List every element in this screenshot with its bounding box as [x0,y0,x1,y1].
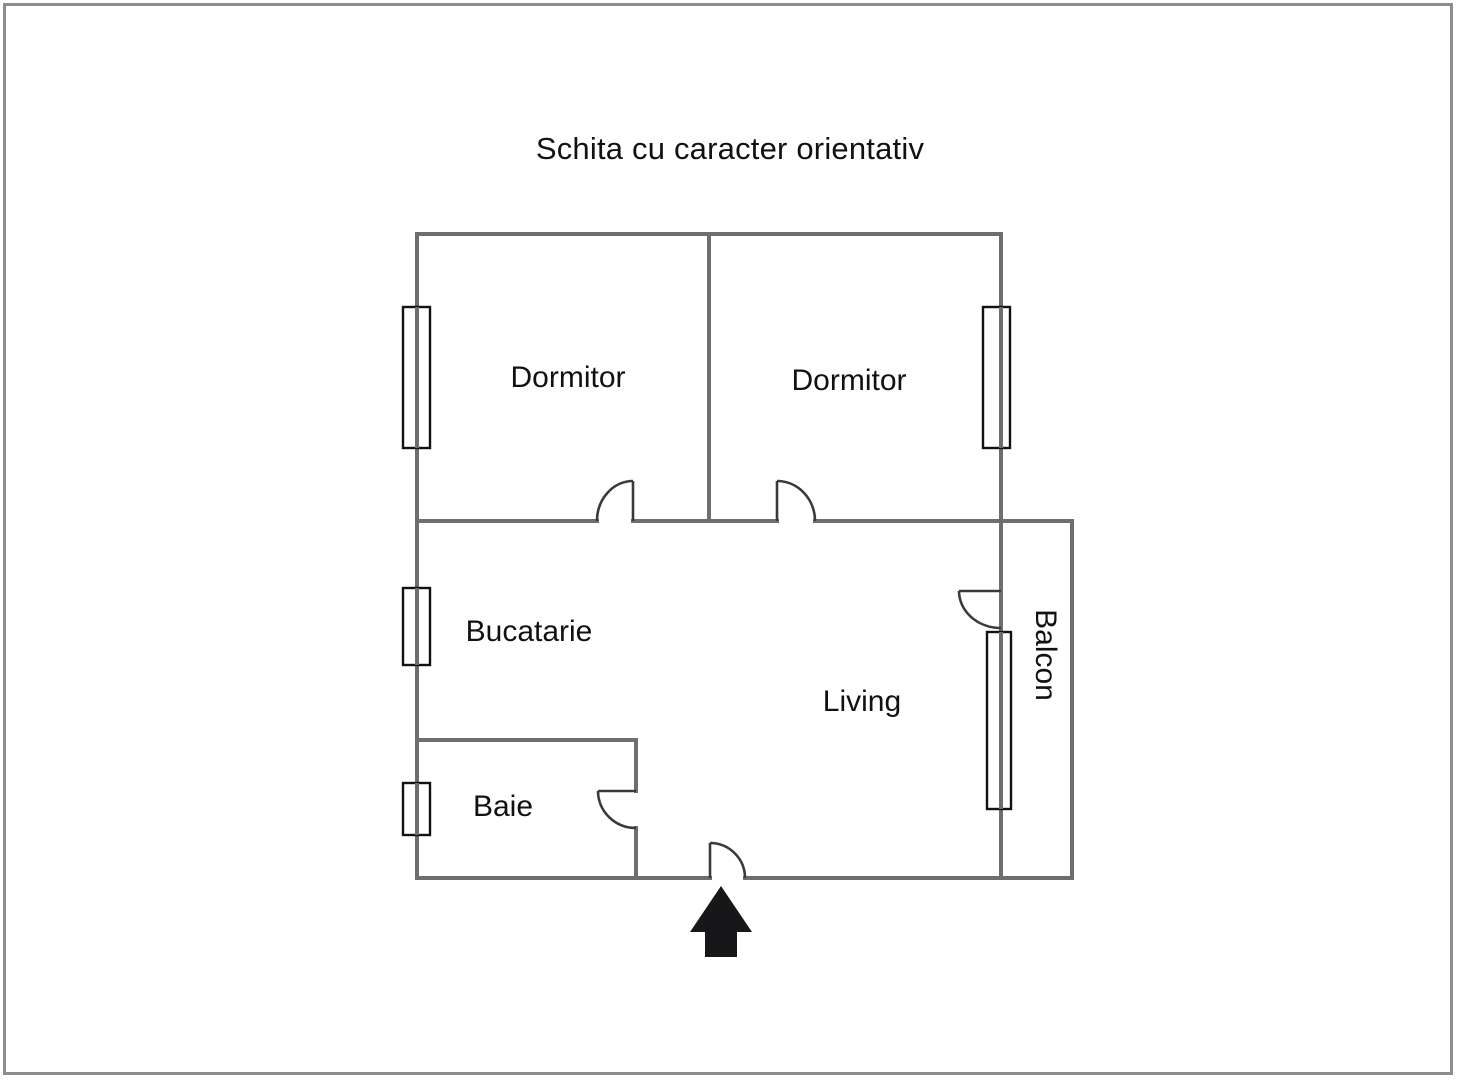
room-label-baie: Baie [473,790,533,823]
door-arc-baie [596,790,637,830]
wall-through-windows [415,307,1003,835]
door-baie [596,789,637,830]
door-arc-dormitor-right [776,479,817,522]
room-label-living: Living [823,685,901,718]
room-labels-group: Dormitor Dormitor Bucatarie Living Baie … [466,361,1062,823]
room-label-bucatarie: Bucatarie [466,615,593,648]
entrance-arrow-shape [690,886,752,957]
doors-group [595,479,1002,879]
room-label-balcon: Balcon [1029,609,1062,701]
door-arc-balcon [957,590,1002,630]
door-dormitor-left [595,479,635,522]
door-dormitor-right [775,479,817,522]
walls-group [415,232,1074,880]
door-arc-entrance [709,841,747,879]
door-arc-dormitor-left [595,479,634,522]
room-label-dormitor-left: Dormitor [510,361,625,394]
door-balcon [957,589,1002,630]
room-label-dormitor-right: Dormitor [791,364,906,397]
page-title: Schita cu caracter orientativ [535,131,925,166]
entrance-arrow [690,886,752,957]
door-entrance [708,841,747,879]
window-dormitor-right [981,305,1012,450]
